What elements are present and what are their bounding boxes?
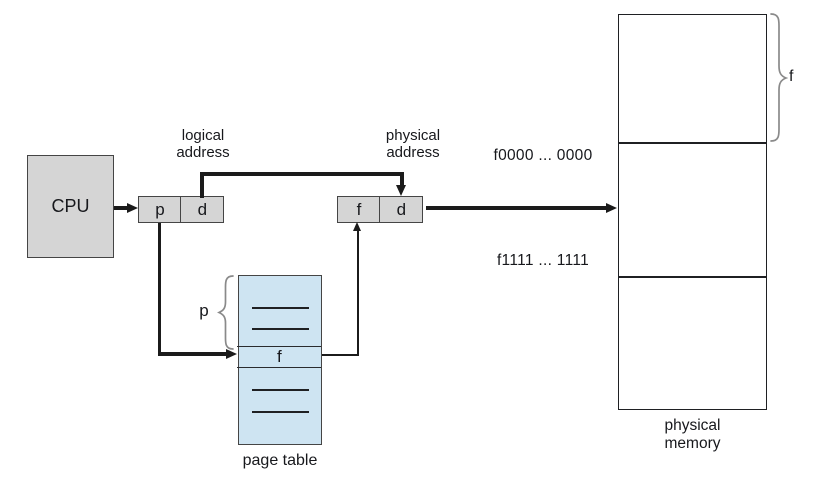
connector-offset-across-segment [200, 172, 404, 176]
logical-address-register: p d [138, 196, 225, 223]
connector-offset-down-segment [400, 172, 404, 186]
physical-d-cell: d [379, 196, 424, 223]
frame-start-address-label: f0000 ... 0000 [493, 147, 593, 164]
arrow-physical-to-memory-line [426, 206, 607, 210]
frame-end-address-label: f1111 ... 1111 [496, 252, 590, 269]
page-table: f [237, 275, 322, 445]
connector-frame-arrowhead [353, 222, 362, 231]
connector-frame-across-segment [322, 354, 359, 356]
logical-d-cell: d [180, 196, 225, 223]
connector-p-across-segment [157, 352, 228, 356]
connector-p-arrowhead [226, 348, 237, 359]
memory-frame-divider [619, 142, 766, 144]
arrow-cpu-to-logical-head [127, 202, 138, 213]
arrow-cpu-to-logical-line [114, 206, 129, 210]
page-table-entry-line [252, 411, 309, 413]
physical-memory [618, 14, 767, 410]
cpu-label: CPU [51, 196, 90, 216]
physical-address-register: f d [337, 196, 424, 223]
logical-p-cell: p [138, 196, 182, 223]
page-table-entry-line [252, 328, 309, 330]
connector-offset-up-segment [200, 172, 204, 198]
page-table-entry-line [252, 307, 309, 309]
arrow-physical-to-memory-head [606, 202, 617, 213]
connector-p-down-segment [157, 223, 162, 356]
page-table-label: page table [242, 452, 318, 469]
page-number-brace [217, 275, 234, 350]
memory-frame-divider [619, 276, 766, 278]
physical-f-cell: f [337, 196, 381, 223]
cpu-box: CPU [27, 155, 114, 258]
page-number-brace-label: p [199, 301, 209, 320]
page-table-entry-line [252, 389, 309, 391]
page-table-entry-f: f [237, 346, 322, 368]
frame-brace-label: f [789, 68, 794, 85]
frame-brace [770, 13, 788, 142]
connector-frame-up-segment [357, 230, 359, 356]
connector-offset-arrowhead [396, 185, 407, 196]
